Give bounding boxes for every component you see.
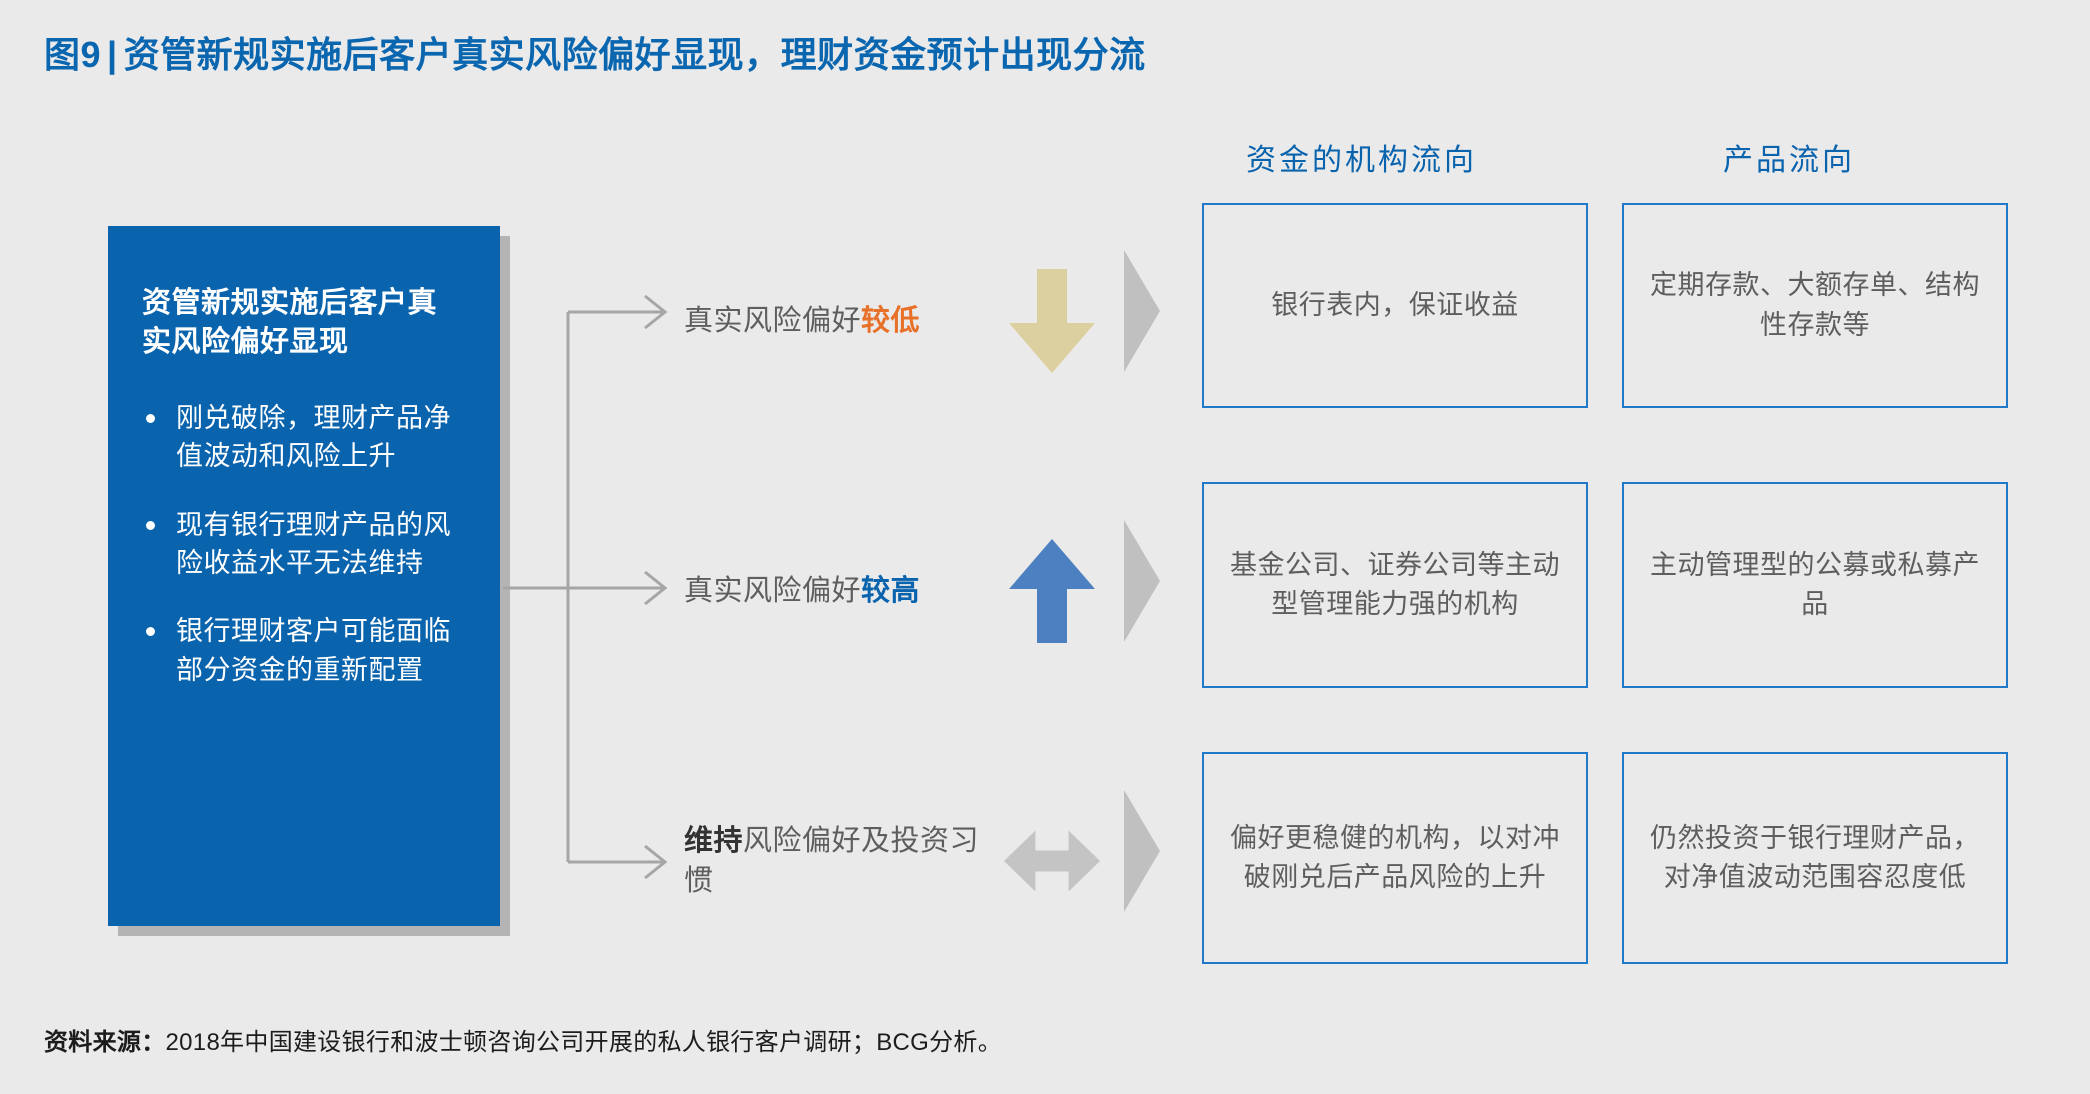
title-text: 资管新规实施后客户真实风险偏好显现，理财资金预计出现分流 xyxy=(123,34,1146,75)
arrow-up-icon xyxy=(1009,539,1095,643)
product-box-row-1: 定期存款、大额存单、结构性存款等 xyxy=(1622,203,2008,408)
title-separator: | xyxy=(107,34,118,75)
list-item: 银行理财客户可能面临部分资金的重新配置 xyxy=(142,612,466,689)
source-note-text: 2018年中国建设银行和波士顿咨询公司开展的私人银行客户调研；BCG分析。 xyxy=(165,1029,1002,1056)
institution-box-row-1: 银行表内，保证收益 xyxy=(1202,203,1588,408)
column-header-institution-flow: 资金的机构流向 xyxy=(1246,144,1477,177)
arrow-left-right-icon xyxy=(1004,830,1100,892)
row-2-label-accent: 较高 xyxy=(861,574,921,607)
arrowhead-icon xyxy=(644,844,668,880)
row-3-label-prefix: 风险偏好及投资习惯 xyxy=(684,824,980,897)
arrow-down-icon xyxy=(1009,269,1095,373)
connector-lines xyxy=(503,294,668,880)
product-box-row-3: 仍然投资于银行理财产品，对净值波动范围容忍度低 xyxy=(1622,752,2008,964)
row-1-label: 真实风险偏好较低 xyxy=(684,301,1004,341)
source-note: 资料来源：2018年中国建设银行和波士顿咨询公司开展的私人银行客户调研；BCG分… xyxy=(44,1022,1002,1057)
row-3-chevron-right-icon xyxy=(1124,790,1160,912)
row-1-chevron-right-icon xyxy=(1124,250,1160,372)
flow-row-3: 维持风险偏好及投资习惯 xyxy=(684,806,1154,916)
bullet-dot-icon xyxy=(146,520,155,530)
institution-box-row-3: 偏好更稳健的机构，以对冲破刚兑后产品风险的上升 xyxy=(1202,752,1588,964)
figure-number: 图9 xyxy=(44,34,102,75)
bullet-text: 现有银行理财产品的风险收益水平无法维持 xyxy=(176,509,451,578)
column-header-product-flow: 产品流向 xyxy=(1723,144,1855,177)
institution-box-row-2-text: 基金公司、证券公司等主动型管理能力强的机构 xyxy=(1230,549,1560,619)
list-item: 刚兑破除，理财产品净值波动和风险上升 xyxy=(142,399,466,476)
institution-box-row-2: 基金公司、证券公司等主动型管理能力强的机构 xyxy=(1202,482,1588,688)
flow-row-2: 真实风险偏好较高 xyxy=(684,536,1154,646)
product-box-row-1-text: 定期存款、大额存单、结构性存款等 xyxy=(1650,270,1980,340)
row-1-label-prefix: 真实风险偏好 xyxy=(684,304,862,337)
left-panel-bullet-list: 刚兑破除，理财产品净值波动和风险上升 现有银行理财产品的风险收益水平无法维持 银… xyxy=(142,399,466,689)
source-note-label: 资料来源： xyxy=(44,1029,166,1056)
row-3-label-accent: 维持 xyxy=(684,824,744,857)
row-2-label-prefix: 真实风险偏好 xyxy=(684,574,862,607)
row-2-arrow-slot xyxy=(1004,539,1100,643)
row-1-arrow-slot xyxy=(1004,269,1100,373)
flow-row-1: 真实风险偏好较低 xyxy=(684,266,1154,376)
bullet-dot-icon xyxy=(146,627,155,637)
arrowhead-icon xyxy=(644,294,668,330)
bullet-dot-icon xyxy=(146,413,155,423)
row-1-label-accent: 较低 xyxy=(861,304,921,337)
institution-box-row-1-text: 银行表内，保证收益 xyxy=(1271,289,1519,320)
left-panel-heading: 资管新规实施后客户真实风险偏好显现 xyxy=(142,287,438,359)
row-3-label: 维持风险偏好及投资习惯 xyxy=(684,821,1004,901)
page-title: 图9|资管新规实施后客户真实风险偏好显现，理财资金预计出现分流 xyxy=(44,26,1146,78)
list-item: 现有银行理财产品的风险收益水平无法维持 xyxy=(142,506,466,583)
left-blue-panel: 资管新规实施后客户真实风险偏好显现 刚兑破除，理财产品净值波动和风险上升 现有银… xyxy=(108,226,500,926)
arrowhead-icon xyxy=(644,570,668,606)
product-box-row-3-text: 仍然投资于银行理财产品，对净值波动范围容忍度低 xyxy=(1650,822,1980,892)
product-box-row-2-text: 主动管理型的公募或私募产品 xyxy=(1650,549,1980,619)
product-box-row-2: 主动管理型的公募或私募产品 xyxy=(1622,482,2008,688)
bullet-text: 刚兑破除，理财产品净值波动和风险上升 xyxy=(176,402,451,472)
row-3-arrow-slot xyxy=(1004,822,1100,900)
bullet-text: 银行理财客户可能面临部分资金的重新配置 xyxy=(176,616,451,685)
institution-box-row-3-text: 偏好更稳健的机构，以对冲破刚兑后产品风险的上升 xyxy=(1230,822,1560,892)
row-2-label: 真实风险偏好较高 xyxy=(684,571,1004,611)
row-2-chevron-right-icon xyxy=(1124,520,1160,642)
